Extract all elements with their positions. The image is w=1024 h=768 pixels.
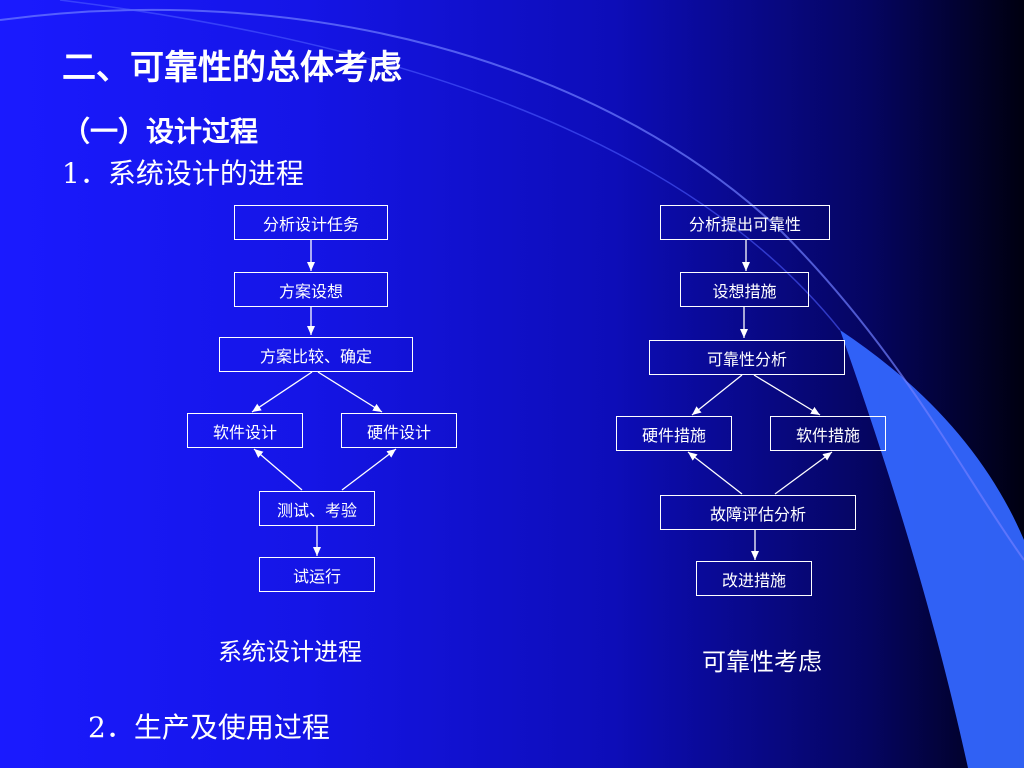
node-analyze-design-task: 分析设计任务 [234, 205, 388, 240]
arrow-l6-l5 [341, 448, 397, 491]
point-1-heading: 1．系统设计的进程 [62, 157, 304, 190]
node-measure-concept: 设想措施 [680, 272, 809, 307]
node-reliability-analysis: 可靠性分析 [649, 340, 845, 375]
section-heading: （一）设计过程 [62, 115, 259, 148]
node-improvement-measures: 改进措施 [696, 561, 812, 596]
arrow-l6-l4 [253, 448, 303, 491]
node-test-verify: 测试、考验 [259, 491, 375, 526]
arrow-r3-r5 [753, 374, 821, 416]
point-2-heading: 2．生产及使用过程 [88, 711, 330, 744]
slide-title: 二、可靠性的总体考虑 [62, 48, 402, 88]
node-software-design: 软件设计 [187, 413, 303, 448]
arrow-r3-r4 [691, 374, 743, 416]
node-software-measures: 软件措施 [770, 416, 886, 451]
node-hardware-design: 硬件设计 [341, 413, 457, 448]
node-reliability-requirement: 分析提出可靠性 [660, 205, 830, 240]
arrow-l3-l4 [251, 371, 313, 413]
left-flowchart-caption: 系统设计进程 [218, 638, 362, 666]
decorative-band [840, 330, 1024, 768]
right-flowchart-caption: 可靠性考虑 [702, 648, 822, 676]
decorative-curve-outer [0, 8, 1024, 561]
node-scheme-concept: 方案设想 [234, 272, 388, 307]
arrow-r6-r4 [687, 451, 743, 495]
node-scheme-compare: 方案比较、确定 [219, 337, 413, 372]
arrow-r6-r5 [774, 451, 833, 495]
node-trial-run: 试运行 [259, 557, 375, 592]
arrow-l3-l5 [317, 371, 383, 413]
decorative-curve-inner [59, 0, 841, 331]
node-fault-evaluation: 故障评估分析 [660, 495, 856, 530]
node-hardware-measures: 硬件措施 [616, 416, 732, 451]
